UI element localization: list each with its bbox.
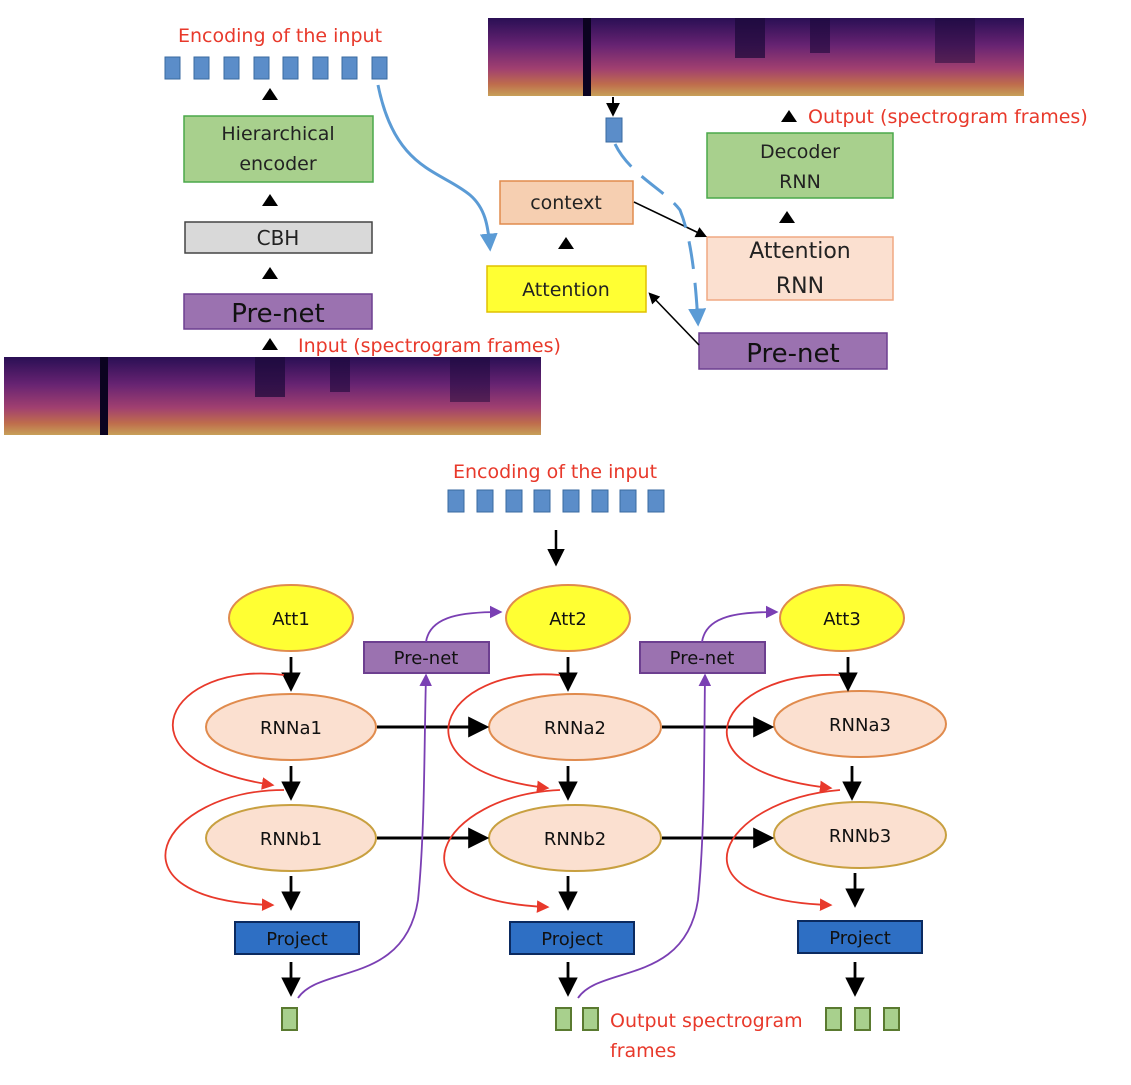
top-encoding-label: Encoding of the input xyxy=(178,25,382,47)
decoder-rnn-label-2: RNN xyxy=(779,171,821,193)
top-up-arrows xyxy=(262,88,797,350)
att2-label: Att2 xyxy=(549,609,587,630)
att3-node xyxy=(779,584,905,652)
attention-label: Attention xyxy=(522,279,610,301)
attention-rnn-box xyxy=(706,236,894,301)
frame-box xyxy=(605,117,623,143)
top-encoding-squares xyxy=(164,56,388,80)
rnnb1-label: RNNb1 xyxy=(260,829,322,850)
bottom-encoding-squares xyxy=(447,489,665,513)
hierarchical-encoder-label-2: encoder xyxy=(239,153,317,175)
decoder-rnn-label-1: Decoder xyxy=(760,141,840,163)
encoding-to-attention-curve xyxy=(376,84,498,252)
rnna3-label: RNNa3 xyxy=(829,715,891,736)
prenet-right-label: Pre-net xyxy=(746,339,839,369)
output-frames xyxy=(281,1007,900,1031)
project1-label: Project xyxy=(266,929,328,950)
prenet-to-attention-arrow xyxy=(648,292,700,346)
attention-rnn-label-1: Attention xyxy=(749,239,851,264)
project3-label: Project xyxy=(829,928,891,949)
prenet-label-2: Pre-net xyxy=(670,648,735,669)
recurrent-arrows xyxy=(377,716,775,849)
input-spectrogram xyxy=(4,357,541,435)
cbh-label: CBH xyxy=(257,226,300,250)
bottom-output-label-line-1: Output spectrogram xyxy=(610,1010,803,1032)
att2-node xyxy=(505,584,631,652)
rnnb1-node xyxy=(205,804,377,872)
hierarchical-encoder-box xyxy=(183,115,374,183)
project2-box xyxy=(509,921,635,955)
frame-to-prenet-dashed-curve xyxy=(613,143,707,327)
prenet-box-1 xyxy=(363,641,490,674)
rnna1-node xyxy=(205,693,377,761)
project2-label: Project xyxy=(541,929,603,950)
feedback-curves xyxy=(297,605,779,999)
cbh-box xyxy=(184,221,373,254)
rnnb2-label: RNNb2 xyxy=(544,829,606,850)
prenet-left-label: Pre-net xyxy=(231,299,324,329)
input-label: Input (spectrogram frames) xyxy=(298,335,561,357)
attention-box xyxy=(486,265,647,313)
rnnb3-label: RNNb3 xyxy=(829,826,891,847)
output-label: Output (spectrogram frames) xyxy=(808,106,1088,128)
bottom-encoding-label: Encoding of the input xyxy=(453,461,657,483)
decoder-rnn-box xyxy=(706,132,894,199)
hierarchical-encoder-label-1: Hierarchical xyxy=(221,123,334,145)
rnna1-label: RNNa1 xyxy=(260,718,322,739)
project3-box xyxy=(797,920,923,954)
bottom-output-label-line-2: frames xyxy=(610,1040,676,1062)
residual-curves xyxy=(164,672,841,913)
context-label: context xyxy=(530,192,602,214)
prenet-left-box xyxy=(183,293,373,330)
att3-label: Att3 xyxy=(823,609,861,630)
output-spectrogram xyxy=(488,18,1024,96)
project1-box xyxy=(234,921,360,955)
rnna2-label: RNNa2 xyxy=(544,718,606,739)
context-to-attention-rnn-arrow xyxy=(633,201,708,238)
prenet-right-box xyxy=(698,332,888,370)
context-box xyxy=(499,180,634,225)
att1-node xyxy=(228,584,354,652)
vertical-flow-arrows xyxy=(281,657,865,997)
att1-label: Att1 xyxy=(272,609,310,630)
attention-rnn-label-2: RNN xyxy=(776,274,824,299)
prenet-label-1: Pre-net xyxy=(394,648,459,669)
